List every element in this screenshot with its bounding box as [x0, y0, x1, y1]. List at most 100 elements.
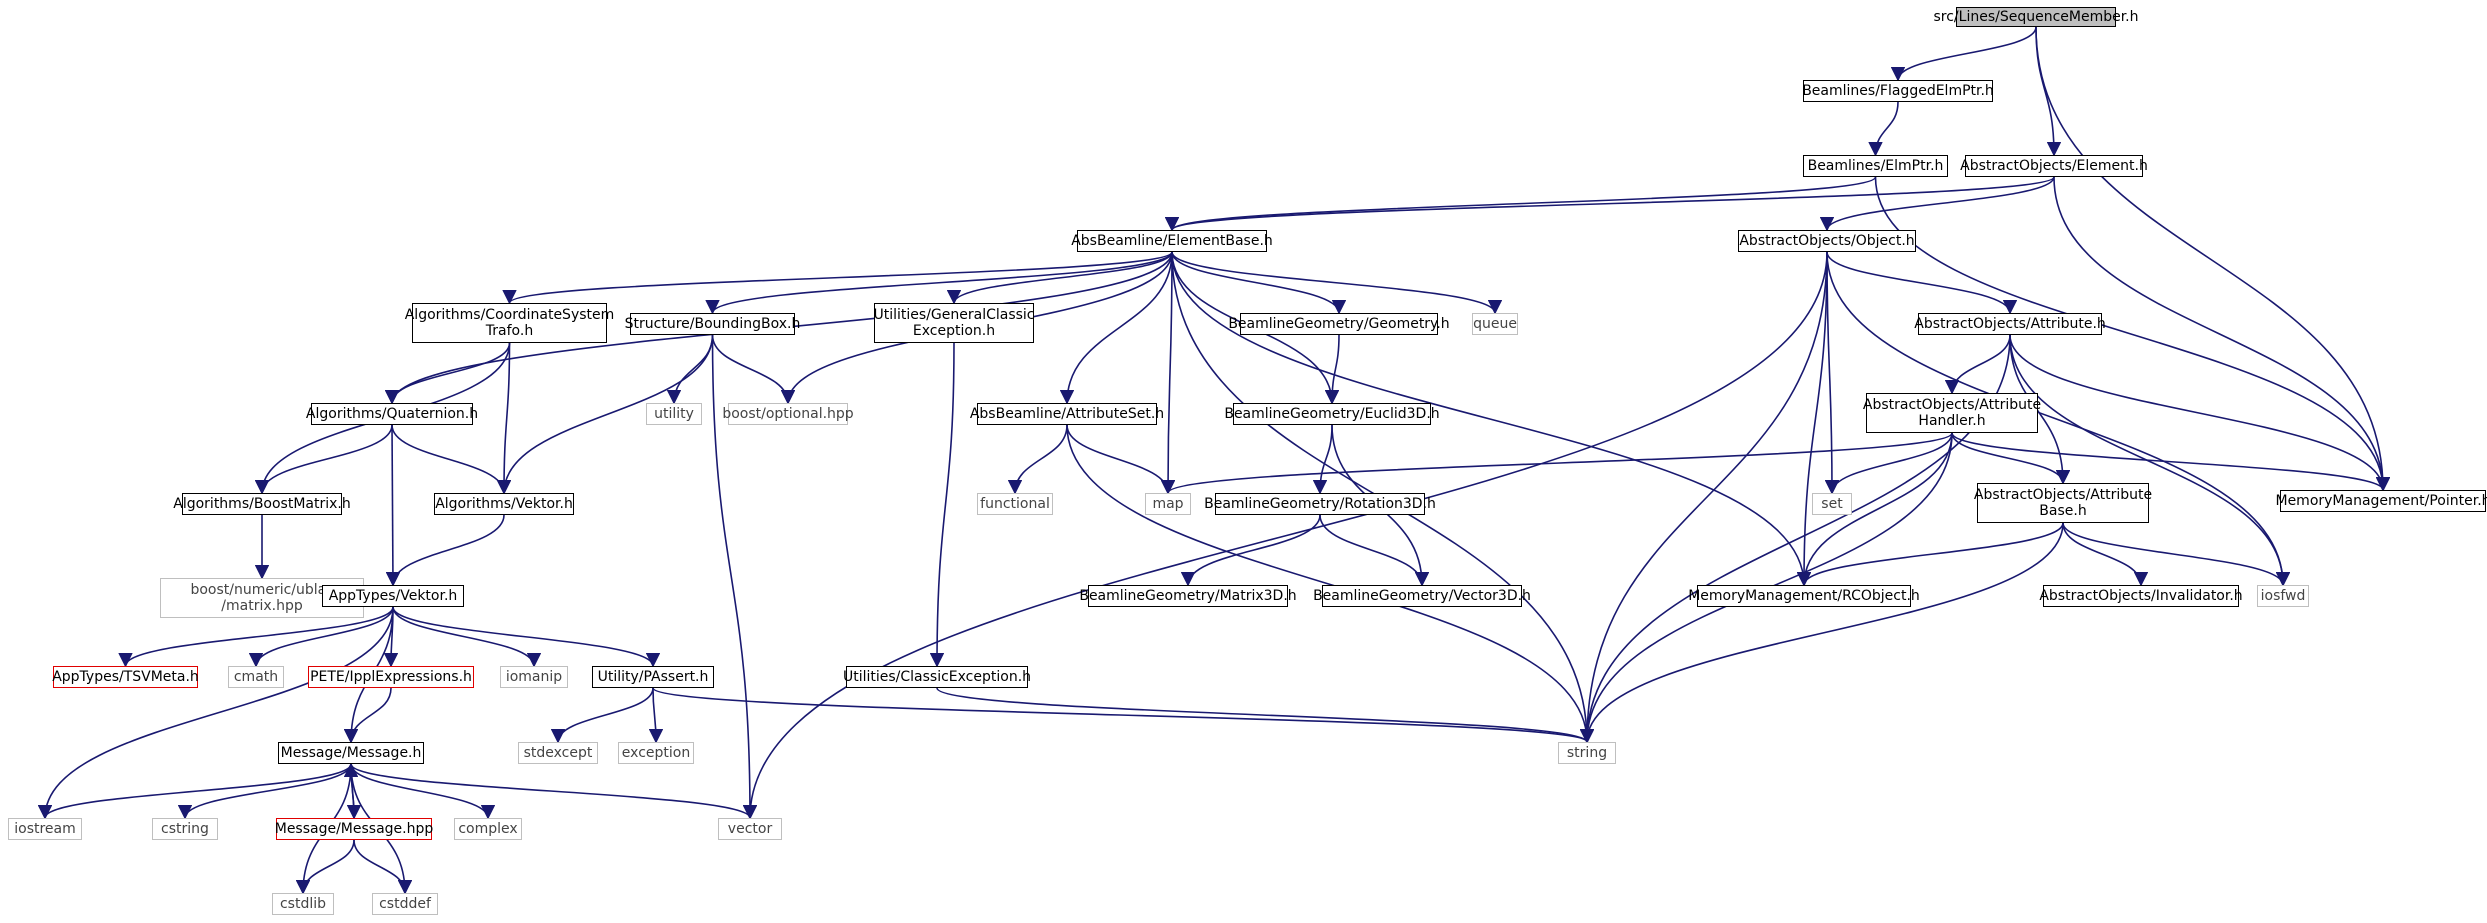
edge-ipplExpr-to-message [343, 687, 392, 744]
node-message-h[interactable]: Message/Message.h [278, 742, 424, 764]
edge-object-to-vector [742, 251, 1828, 820]
edge-messageHpp-to-cstdlib [295, 839, 355, 895]
node-invalidator-h[interactable]: AbstractObjects/Invalidator.h [2039, 585, 2243, 607]
edge-message-to-iostream [37, 763, 352, 820]
node-functional: functional [977, 493, 1053, 515]
node-element-base-h[interactable]: AbsBeamline/ElementBase.h [1071, 230, 1273, 252]
node-matrix3d-h[interactable]: BeamlineGeometry/Matrix3D.h [1079, 585, 1297, 607]
node-attribute-handler-h[interactable]: AbstractObjects/Attribute Handler.h [1863, 393, 2041, 433]
node-iostream: iostream [8, 818, 82, 840]
edge-messageHpp-to-cstddef [353, 839, 413, 895]
edge-attributeSet-to-map [1066, 424, 1176, 495]
node-apptypes-vektor-h[interactable]: AppTypes/Vektor.h [322, 585, 464, 607]
node-flagged-elm-ptr-h[interactable]: Beamlines/FlaggedElmPtr.h [1802, 80, 1994, 102]
node-pointer-h[interactable]: MemoryManagement/Pointer.h [2275, 490, 2487, 512]
node-tsv-meta-h[interactable]: AppTypes/TSVMeta.h [52, 666, 199, 688]
node-algorithms-vektor-h[interactable]: Algorithms/Vektor.h [434, 493, 574, 515]
node-utility: utility [646, 403, 702, 425]
edge-algVektor-to-appVektor [385, 514, 505, 587]
node-vector: vector [718, 818, 782, 840]
edge-elementBase-to-map [1160, 251, 1176, 495]
node-general-classic-exception-h[interactable]: Utilities/GeneralClassic Exception.h [874, 303, 1035, 343]
node-string: string [1558, 742, 1616, 764]
node-queue: queue [1472, 313, 1518, 335]
node-message-hpp[interactable]: Message/Message.hpp [275, 818, 433, 840]
edge-elementBase-to-generalClassicEx [946, 251, 1173, 305]
edge-attrBase-to-iosfwd [2062, 522, 2291, 587]
edge-boundingBox-to-boostOptional [711, 334, 796, 405]
node-rotation3d-h[interactable]: BeamlineGeometry/Rotation3D.h [1204, 493, 1436, 515]
edge-quaternion-to-boostMatrix [254, 424, 393, 495]
edge-attrBase-to-rcObject [1796, 522, 2064, 587]
edge-root-to-flaggedElmPtr [1890, 26, 2037, 82]
edge-attributeSet-to-string [1066, 424, 1595, 744]
node-boost-optional-hpp: boost/optional.hpp [722, 403, 854, 425]
node-set: set [1812, 493, 1852, 515]
edge-classicEx-to-string [936, 687, 1594, 744]
node-rc-object-h[interactable]: MemoryManagement/RCObject.h [1688, 585, 1920, 607]
edge-attrHandler-to-attrBase [1951, 432, 2071, 485]
edge-object-to-rcObject [1796, 251, 1828, 587]
node-element-h[interactable]: AbstractObjects/Element.h [1960, 155, 2148, 177]
node-classic-exception-h[interactable]: Utilities/ClassicException.h [843, 666, 1031, 688]
edge-attrHandler-to-pointer [1951, 432, 2391, 492]
node-cstddef: cstddef [372, 893, 438, 915]
node-euclid3d-h[interactable]: BeamlineGeometry/Euclid3D.h [1224, 403, 1440, 425]
edge-attrHandler-to-set [1824, 432, 1953, 495]
node-boost-ublas-matrix-hpp: boost/numeric/ublas /matrix.hpp [160, 578, 364, 618]
edge-elementBase-to-geometry [1171, 251, 1347, 315]
node-geometry-h[interactable]: BeamlineGeometry/Geometry.h [1228, 313, 1450, 335]
node-sequence-member-h[interactable]: src/Lines/SequenceMember.h [1933, 7, 2139, 27]
edge-appVektor-to-cmath [248, 606, 394, 668]
edge-appVektor-to-passert [392, 606, 661, 668]
edge-messageHpp-to-message [343, 762, 359, 819]
edge-passert-to-stdexcept [550, 687, 654, 744]
node-attribute-base-h[interactable]: AbstractObjects/Attribute Base.h [1974, 483, 2152, 523]
edge-rotation3D-to-vector3D [1319, 514, 1430, 587]
edge-attribute-to-pointer [2009, 334, 2391, 492]
edge-boundingBox-to-algVektor [496, 334, 714, 495]
edge-appVektor-to-iomanip [392, 606, 542, 668]
edge-element-to-elementBase [1165, 176, 2055, 232]
edge-elementBase-to-attributeSet [1059, 251, 1173, 405]
edge-attribute-to-attrHandler [1944, 334, 2011, 395]
node-cstdlib: cstdlib [272, 893, 334, 915]
edge-passert-to-exception [648, 687, 664, 744]
node-passert-h[interactable]: Utility/PAssert.h [592, 666, 714, 688]
node-quaternion-h[interactable]: Algorithms/Quaternion.h [306, 403, 478, 425]
edge-elementBase-to-boundingBox [705, 251, 1173, 315]
node-coordinate-system-trafo-h[interactable]: Algorithms/CoordinateSystem Trafo.h [405, 303, 614, 343]
edge-elementBase-to-rcObject [1171, 251, 1812, 587]
edge-attributeSet-to-functional [1007, 424, 1068, 495]
node-complex: complex [454, 818, 522, 840]
node-exception: exception [618, 742, 694, 764]
node-cstring: cstring [152, 818, 218, 840]
edge-boundingBox-to-utility [666, 334, 714, 405]
edge-coordSys-to-quaternion [384, 342, 511, 405]
edge-coordSys-to-algVektor [496, 342, 512, 495]
edge-attrBase-to-invalidator [2062, 522, 2149, 587]
edge-attrHandler-to-rcObject [1796, 432, 1953, 587]
edge-attrHandler-to-map [1161, 432, 1953, 495]
edge-passert-to-string [652, 687, 1594, 744]
edge-elementBase-to-queue [1171, 251, 1503, 315]
node-boost-matrix-h[interactable]: Algorithms/BoostMatrix.h [173, 493, 351, 515]
node-map: map [1145, 493, 1191, 515]
edge-root-to-pointer [2035, 26, 2391, 492]
edge-object-to-string [1579, 251, 1828, 744]
node-attribute-h[interactable]: AbstractObjects/Attribute.h [1914, 313, 2106, 335]
node-object-h[interactable]: AbstractObjects/Object.h [1738, 230, 1916, 252]
edge-object-to-attribute [1826, 251, 2018, 315]
node-iomanip: iomanip [500, 666, 568, 688]
edge-quaternion-to-appVektor [385, 424, 401, 587]
node-ippl-expressions-h[interactable]: PETE/IpplExpressions.h [308, 666, 474, 688]
node-attribute-set-h[interactable]: AbsBeamline/AttributeSet.h [970, 403, 1164, 425]
node-vector3d-h[interactable]: BeamlineGeometry/Vector3D.h [1313, 585, 1531, 607]
node-elm-ptr-h[interactable]: Beamlines/ElmPtr.h [1803, 155, 1948, 177]
node-bounding-box-h[interactable]: Structure/BoundingBox.h [625, 313, 800, 335]
edge-root-to-element [2035, 26, 2062, 157]
edge-elmPtr-to-elementBase [1165, 176, 1877, 232]
edge-euclid3D-to-rotation3D [1312, 424, 1333, 495]
